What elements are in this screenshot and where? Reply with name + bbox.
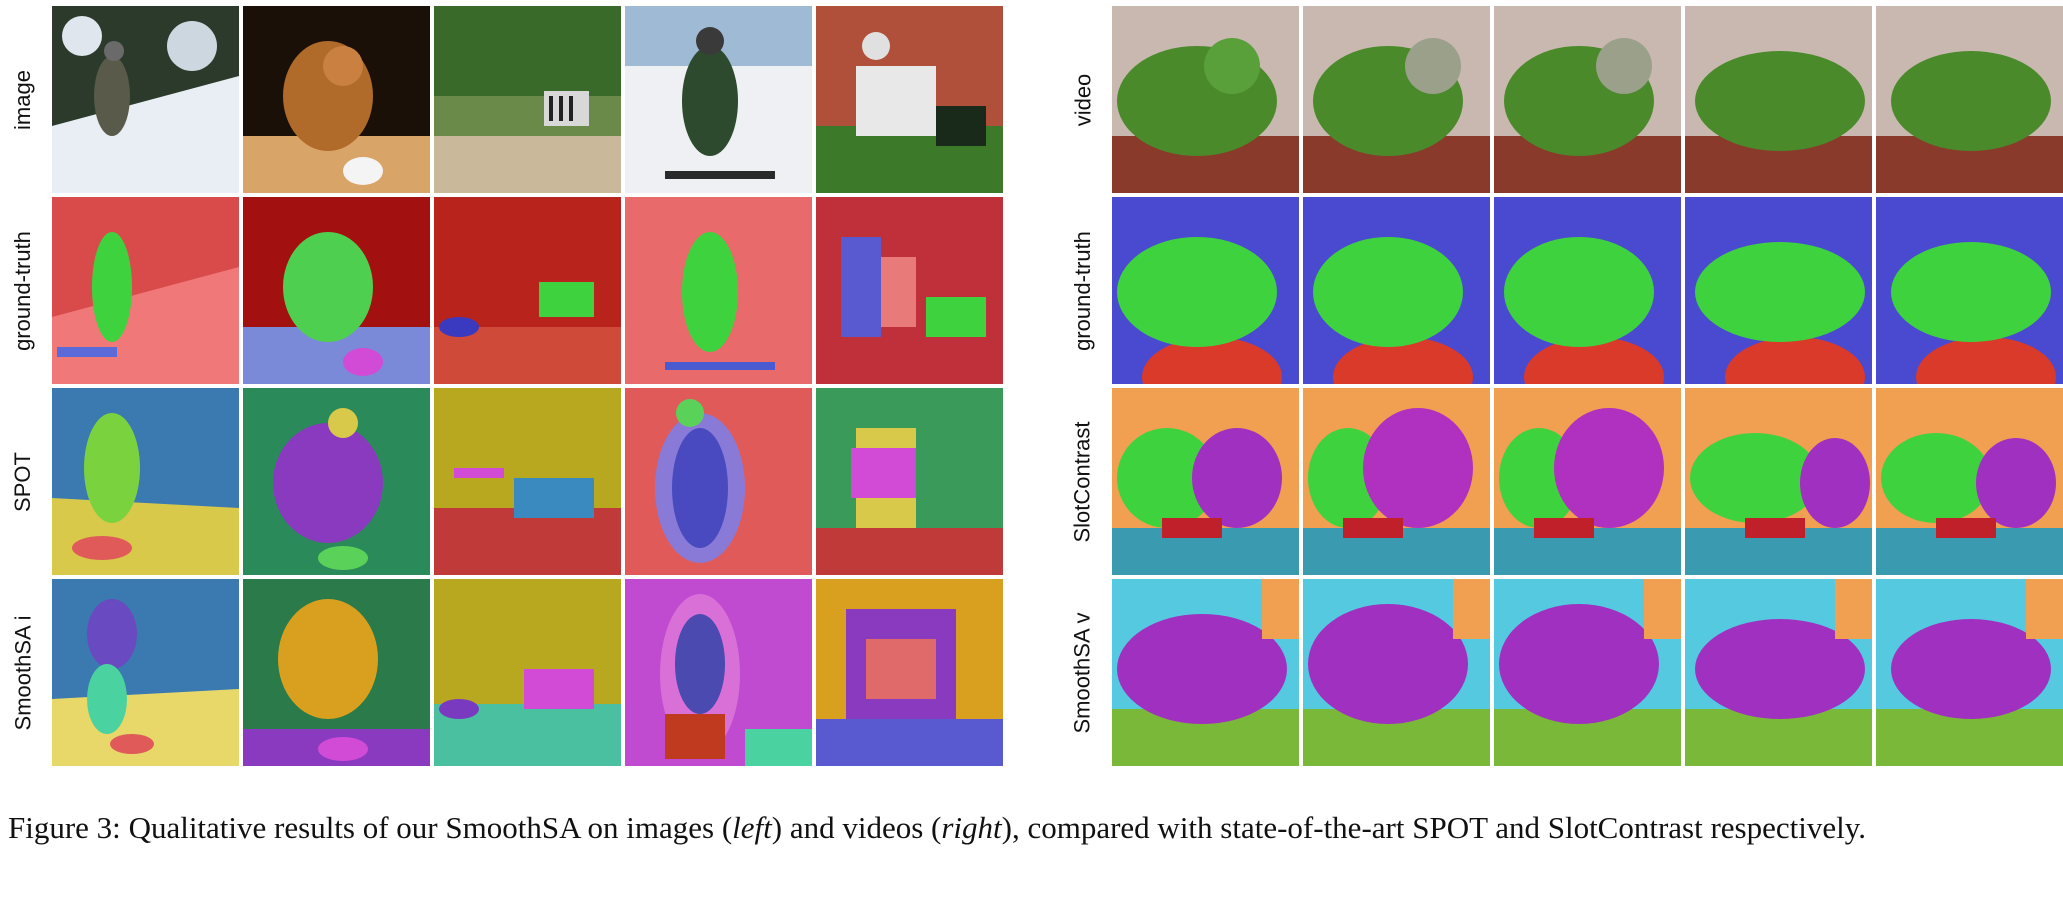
row-label: SlotContrast: [1070, 420, 1095, 543]
video-gt-4: [1685, 197, 1872, 384]
mask-snowboarder-spot: [625, 388, 812, 575]
mask-dog-smoothsa: [243, 579, 430, 766]
video-gt-3: [1494, 197, 1681, 384]
figure-caption: Figure 3: Qualitative results of our Smo…: [8, 810, 1866, 845]
row-label: ground-truth: [1070, 230, 1096, 351]
mask-statue-spot: [816, 388, 1003, 575]
video-frame-5: [1876, 6, 2063, 193]
row-ground-truth: ground-truth: [0, 197, 1006, 384]
photo-snowboarder: [625, 6, 812, 193]
video-smoothsa-3: [1494, 579, 1681, 766]
caption-right-word: right: [941, 810, 1002, 845]
mask-skier-spot: [52, 388, 239, 575]
video-smoothsa-5: [1876, 579, 2063, 766]
video-frame-2: [1303, 6, 1490, 193]
mask-zebra-smoothsa: [434, 579, 621, 766]
video-frame-3: [1494, 6, 1681, 193]
video-slotcontrast-3: [1494, 388, 1681, 575]
mask-dog-gt: [243, 197, 430, 384]
photo-zebra: [434, 6, 621, 193]
figure-label: Figure 3:: [8, 810, 121, 845]
row-image: image: [0, 6, 1006, 193]
mask-zebra-gt: [434, 197, 621, 384]
video-smoothsa-4: [1685, 579, 1872, 766]
video-frame-4: [1685, 6, 1872, 193]
video-slotcontrast-2: [1303, 388, 1490, 575]
video-gt-1: [1112, 197, 1299, 384]
video-slotcontrast-1: [1112, 388, 1299, 575]
row-label: image: [10, 69, 36, 130]
video-frame-1: [1112, 6, 1299, 193]
row-label: SmoothSA i: [10, 615, 36, 730]
row-video: video: [1060, 6, 2063, 193]
row-smoothsa-v: SmoothSA v: [1060, 579, 2063, 766]
mask-skier-smoothsa: [52, 579, 239, 766]
row-label: SmoothSA v: [1070, 611, 1096, 734]
mask-statue-gt: [816, 197, 1003, 384]
photo-dog: [243, 6, 430, 193]
mask-snowboarder-gt: [625, 197, 812, 384]
video-smoothsa-2: [1303, 579, 1490, 766]
video-gt-2: [1303, 197, 1490, 384]
video-slotcontrast-4: [1685, 388, 1872, 575]
photo-statue: [816, 6, 1003, 193]
mask-snowboarder-smoothsa: [625, 579, 812, 766]
mask-zebra-spot: [434, 388, 621, 575]
row-smoothsa-i: SmoothSA i: [0, 579, 1006, 766]
row-label: video: [1070, 73, 1095, 126]
row-spot: SPOT: [0, 388, 1006, 575]
video-results-panel: video ground-truth SlotContrast: [1060, 6, 2063, 771]
row-label: ground-truth: [10, 230, 36, 351]
video-gt-5: [1876, 197, 2063, 384]
image-results-panel: image ground-truth: [0, 6, 1006, 771]
video-smoothsa-1: [1112, 579, 1299, 766]
mask-dog-spot: [243, 388, 430, 575]
row-ground-truth: ground-truth: [1060, 197, 2063, 384]
video-slotcontrast-5: [1876, 388, 2063, 575]
mask-statue-smoothsa: [816, 579, 1003, 766]
row-slotcontrast: SlotContrast: [1060, 388, 2063, 575]
photo-skier: [52, 6, 239, 193]
mask-skier-gt: [52, 197, 239, 384]
row-label: SPOT: [10, 451, 35, 512]
caption-left-word: left: [732, 810, 772, 845]
